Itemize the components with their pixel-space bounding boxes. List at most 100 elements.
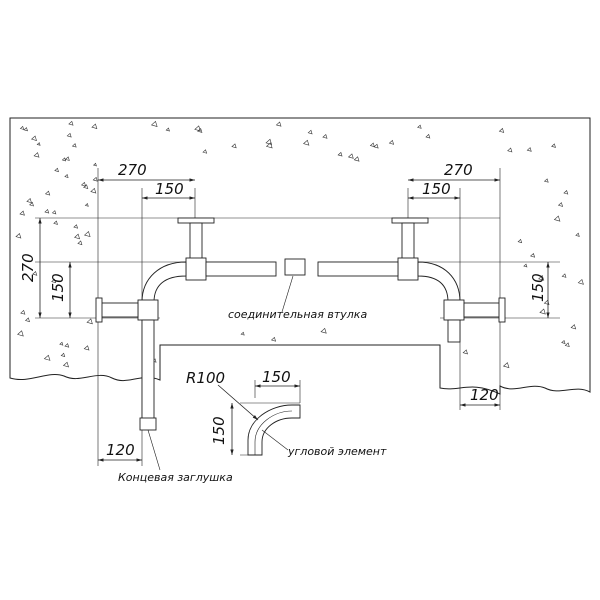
concrete-speck bbox=[517, 238, 523, 244]
concrete-speck bbox=[60, 352, 66, 357]
concrete-speck bbox=[86, 318, 93, 325]
concrete-speck bbox=[24, 317, 30, 323]
concrete-speck bbox=[74, 233, 81, 240]
concrete-speck bbox=[425, 133, 431, 139]
dim-detail-height: 150 bbox=[210, 416, 228, 445]
concrete-speck bbox=[507, 147, 513, 153]
concrete-speck bbox=[83, 230, 91, 238]
concrete-speck bbox=[539, 308, 546, 315]
concrete-speck bbox=[551, 143, 556, 148]
dim-right-height: 150 bbox=[529, 273, 547, 302]
label-corner-element: угловой элемент bbox=[287, 445, 387, 458]
dim-right-total-width: 270 bbox=[444, 161, 473, 179]
concrete-speck bbox=[307, 129, 313, 135]
concrete-speck bbox=[561, 273, 567, 278]
concrete-speck bbox=[275, 121, 282, 127]
concrete-speck bbox=[32, 270, 38, 276]
concrete-speck bbox=[557, 202, 564, 207]
concrete-speck bbox=[51, 278, 57, 284]
concrete-wall bbox=[9, 117, 591, 395]
leader-connector-sleeve bbox=[281, 275, 294, 313]
concrete-speck bbox=[303, 139, 310, 146]
concrete-speck bbox=[54, 167, 59, 173]
concrete-speck bbox=[231, 143, 237, 149]
right-pipe-assembly bbox=[317, 217, 506, 343]
concrete-speck bbox=[68, 120, 74, 126]
concrete-speck bbox=[15, 232, 22, 239]
concrete-speck bbox=[83, 345, 90, 351]
concrete-speck bbox=[61, 157, 67, 162]
concrete-speck bbox=[80, 181, 87, 187]
leader-radius bbox=[217, 384, 259, 421]
concrete-speck bbox=[561, 339, 566, 344]
concrete-speck bbox=[71, 143, 77, 148]
dim-left-inner-width: 150 bbox=[155, 180, 184, 198]
concrete-speck bbox=[202, 149, 208, 154]
concrete-speck bbox=[388, 139, 395, 145]
concrete-speck bbox=[77, 240, 83, 246]
concrete-speck bbox=[194, 125, 201, 132]
concrete-speck bbox=[165, 127, 170, 132]
concrete-speck bbox=[570, 324, 577, 330]
concrete-speck bbox=[44, 190, 51, 196]
corner-element-detail bbox=[240, 380, 301, 456]
concrete-speck bbox=[19, 210, 25, 216]
concrete-speck bbox=[320, 327, 327, 334]
concrete-speck bbox=[353, 156, 360, 162]
concrete-speckle bbox=[15, 120, 584, 369]
concrete-speck bbox=[462, 349, 468, 355]
dim-right-inner-width: 150 bbox=[422, 180, 451, 198]
concrete-speck bbox=[526, 147, 532, 152]
dim-left-total-height: 270 bbox=[19, 253, 37, 282]
concrete-speck bbox=[564, 342, 570, 348]
concrete-speck bbox=[523, 263, 528, 268]
concrete-speck bbox=[36, 142, 41, 146]
concrete-speck bbox=[44, 208, 50, 214]
dim-left-bottom-offset: 120 bbox=[106, 441, 135, 459]
dim-left-inner-height: 150 bbox=[49, 273, 67, 302]
dim-detail-width: 150 bbox=[262, 368, 291, 386]
leader-corner-element bbox=[261, 429, 289, 451]
label-end-cap: Концевая заглушка bbox=[118, 471, 233, 484]
concrete-speck bbox=[563, 190, 569, 195]
concrete-speck bbox=[240, 331, 245, 336]
concrete-speck bbox=[83, 184, 89, 190]
concrete-speck bbox=[51, 210, 57, 215]
concrete-speck bbox=[93, 162, 97, 167]
concrete-speck bbox=[29, 201, 34, 207]
concrete-speck bbox=[347, 153, 354, 159]
concrete-speck bbox=[20, 309, 26, 315]
concrete-speck bbox=[31, 135, 37, 141]
concrete-speck bbox=[417, 124, 422, 129]
concrete-speck bbox=[92, 176, 98, 182]
concrete-speck bbox=[64, 343, 70, 348]
concrete-speck bbox=[373, 143, 379, 149]
concrete-speck bbox=[64, 156, 70, 161]
label-connector-sleeve: соединительная втулка bbox=[228, 308, 367, 321]
concrete-speck bbox=[33, 152, 40, 158]
concrete-speck bbox=[17, 330, 24, 337]
concrete-speck bbox=[43, 354, 51, 361]
left-pipe-assembly bbox=[95, 217, 277, 431]
concrete-speck bbox=[62, 361, 69, 368]
concrete-speck bbox=[66, 132, 72, 138]
concrete-speck bbox=[84, 202, 89, 207]
concrete-speck bbox=[197, 128, 203, 133]
concrete-speck bbox=[26, 198, 32, 204]
concrete-speck bbox=[19, 125, 25, 130]
concrete-speck bbox=[90, 187, 97, 194]
concrete-speck bbox=[538, 275, 545, 281]
concrete-speck bbox=[498, 127, 505, 133]
concrete-speck bbox=[23, 127, 28, 132]
concrete-speck bbox=[369, 142, 375, 148]
concrete-speck bbox=[502, 362, 510, 369]
concrete-speck bbox=[543, 178, 549, 183]
concrete-speck bbox=[73, 224, 79, 229]
concrete-speck bbox=[53, 220, 58, 225]
dim-detail-radius: R100 bbox=[186, 369, 225, 387]
dim-right-bottom-offset: 120 bbox=[470, 386, 499, 404]
concrete-speck bbox=[337, 151, 343, 157]
concrete-speck bbox=[265, 142, 273, 149]
